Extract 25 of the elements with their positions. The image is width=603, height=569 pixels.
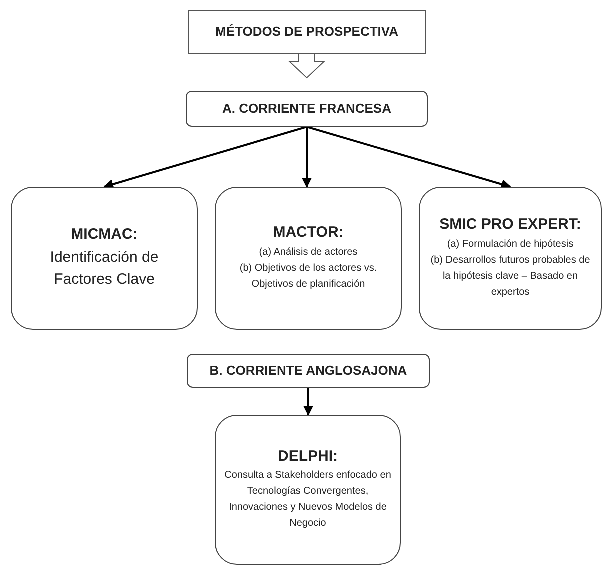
arrow: [306, 126, 512, 190]
method-description: (a) Análisis de actores: [259, 246, 358, 260]
method-title: DELPHI:: [278, 448, 338, 466]
heading-text: A. CORRIENTE FRANCESA: [222, 100, 392, 118]
method-box: [215, 415, 401, 565]
method-title: MICMAC:: [71, 226, 138, 245]
method-description: (b) Objetivos de los actores vs. Objetivos de planificación: [238, 262, 378, 292]
method-description: (b) Desarrollos futuros probables de la hipótesis clave – Basado en expertos: [430, 254, 592, 300]
arrow: [304, 388, 314, 416]
method-box: [215, 187, 402, 330]
method-description: Identificación de Factores Clave: [49, 248, 160, 290]
heading-text: B. CORRIENTE ANGLOSAJONA: [210, 362, 408, 380]
arrow: [104, 126, 308, 190]
method-title: MACTOR:: [273, 224, 344, 243]
method-description: (a) Formulación de hipótesis: [447, 238, 574, 252]
method-box: [11, 187, 198, 330]
block-arrow: [288, 54, 326, 79]
heading-box: [188, 10, 426, 54]
arrow: [302, 127, 312, 188]
heading-box: [186, 91, 428, 127]
heading-text: MÉTODOS DE PROSPECTIVA: [216, 24, 398, 40]
method-description: Consulta a Stakeholders enfocado en Tecnologías Convergentes, Innovaciones y Nuevos Modelos de Negocio: [224, 469, 392, 532]
method-title: SMIC PRO EXPERT:: [440, 216, 582, 235]
heading-box: [187, 354, 430, 388]
method-box: [419, 187, 602, 330]
